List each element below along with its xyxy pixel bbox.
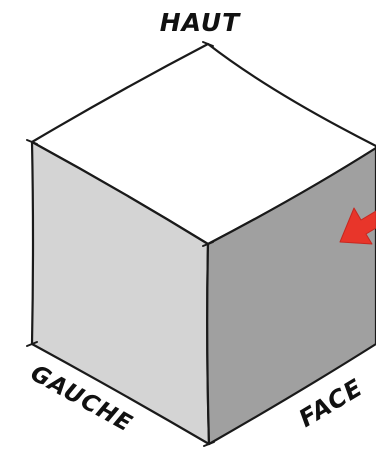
label-top: HAUT [160, 8, 241, 37]
